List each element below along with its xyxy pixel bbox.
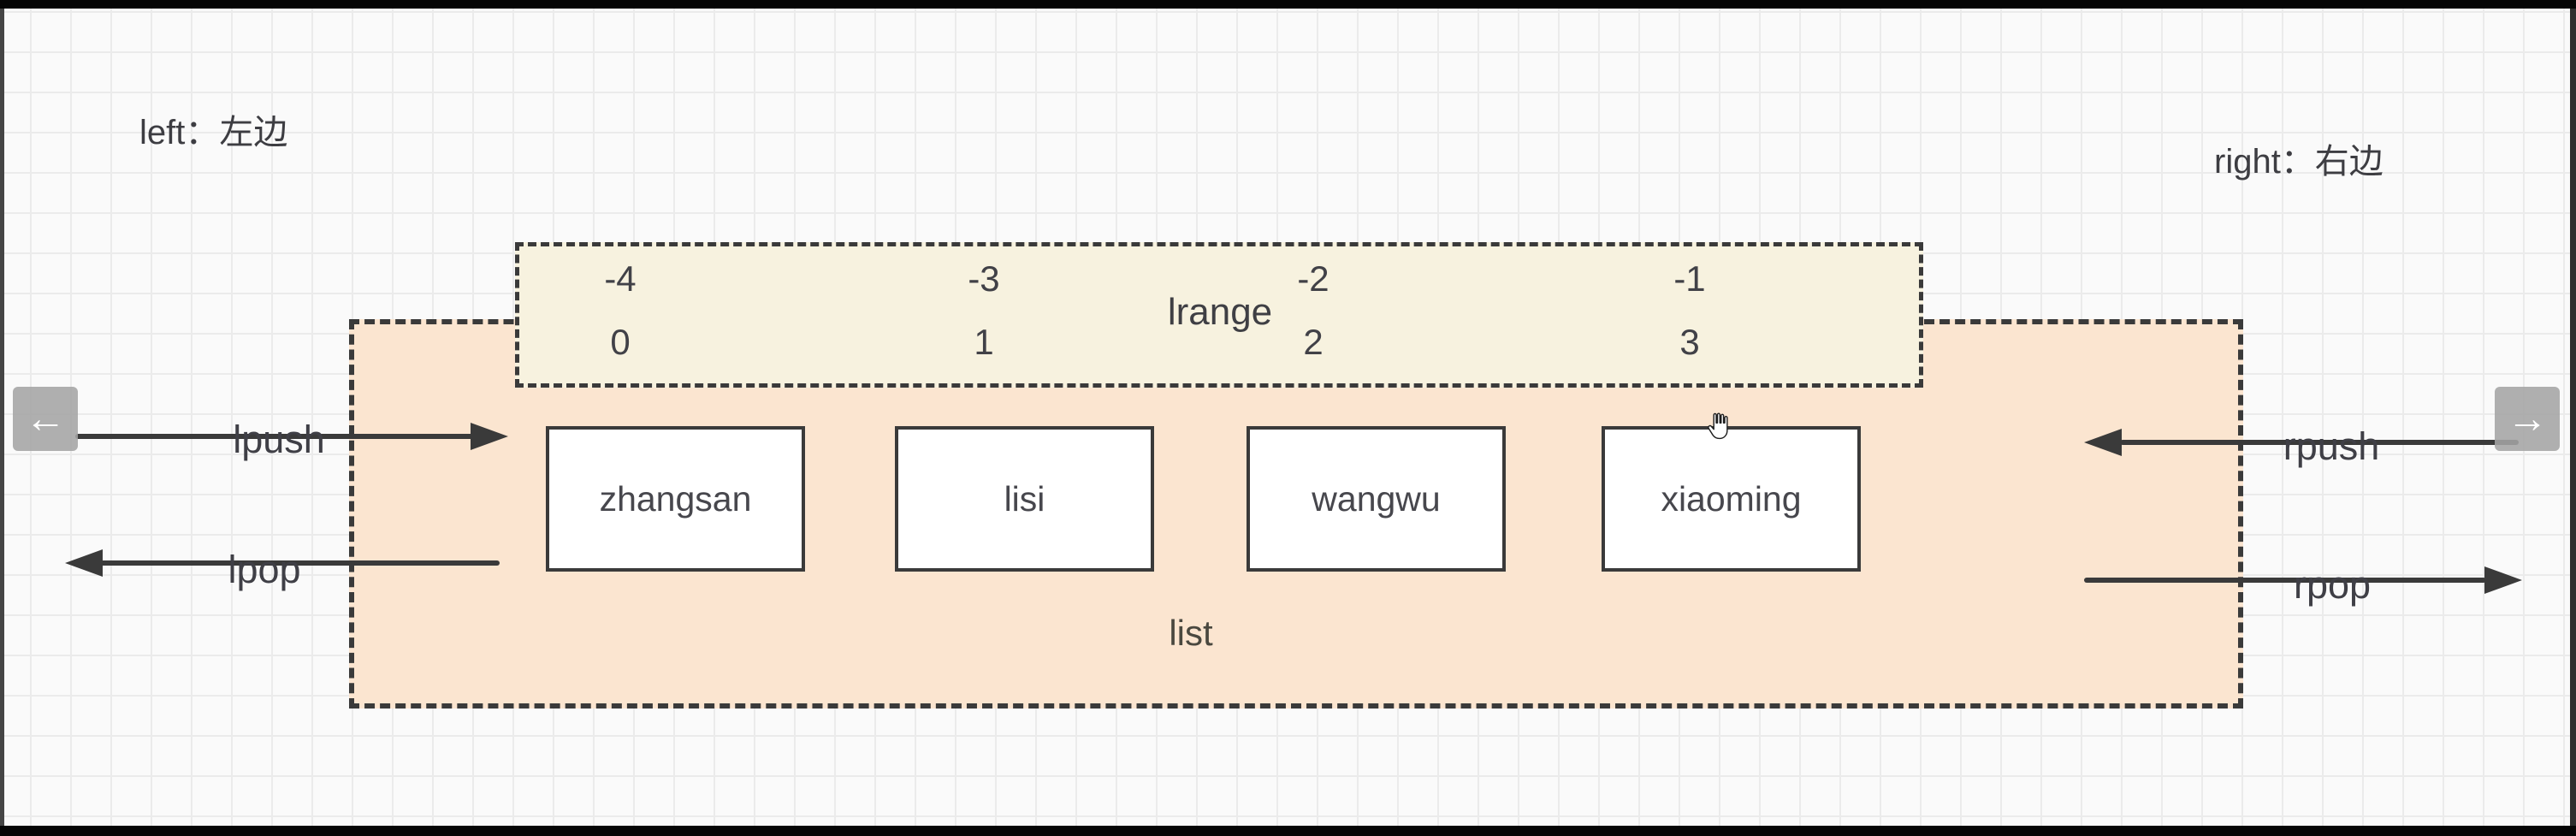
list-item: xiaoming — [1602, 426, 1861, 572]
pos-index: 0 — [610, 322, 631, 362]
left-side-note: left：左边 — [139, 114, 288, 151]
lrange-label: lrange — [1167, 291, 1273, 333]
left-frame-edge — [0, 9, 4, 826]
lrange-index-box: -4 -3 -2 -1 0 1 2 3 lrange — [515, 242, 1923, 388]
rpush-label: rpush — [2283, 424, 2380, 468]
list-item: wangwu — [1247, 426, 1506, 572]
list-label: list — [1169, 613, 1213, 653]
list-item: zhangsan — [546, 426, 805, 572]
lpush-arrow-line — [75, 434, 476, 439]
pos-index: 3 — [1679, 322, 1700, 362]
rpush-arrowhead-icon — [2084, 429, 2122, 456]
bottom-letterbox-bar — [0, 826, 2576, 836]
rpop-label: rpop — [2293, 563, 2372, 607]
arrow-right-icon: → — [2507, 395, 2548, 442]
neg-index: -2 — [1297, 258, 1329, 299]
rpop-arrowhead-icon — [2484, 566, 2522, 594]
right-frame-edge — [2570, 9, 2576, 826]
neg-index: -4 — [604, 258, 637, 299]
lpush-arrowhead-icon — [471, 423, 508, 450]
pos-index: 1 — [974, 322, 994, 362]
whiteboard-canvas[interactable]: left：左边 right：右边 -4 -3 -2 -1 0 1 2 3 lra… — [0, 9, 2576, 826]
neg-index: -1 — [1673, 258, 1706, 299]
right-side-note: right：右边 — [2214, 143, 2384, 181]
list-item: lisi — [895, 426, 1154, 572]
lpop-label: lpop — [228, 548, 301, 591]
rpush-arrow-line — [2120, 440, 2519, 445]
lpop-arrow-line — [99, 560, 500, 566]
top-letterbox-bar — [0, 0, 2576, 9]
next-page-button[interactable]: → — [2495, 387, 2560, 451]
arrow-left-icon: ← — [25, 395, 66, 442]
grab-hand-cursor-icon — [1708, 412, 1728, 440]
previous-page-button[interactable]: ← — [13, 387, 78, 451]
lpop-arrowhead-icon — [65, 549, 103, 577]
neg-index: -3 — [968, 258, 1000, 299]
lpush-label: lpush — [233, 418, 325, 461]
pos-index: 2 — [1303, 322, 1324, 362]
rpop-arrow-line — [2084, 578, 2486, 583]
